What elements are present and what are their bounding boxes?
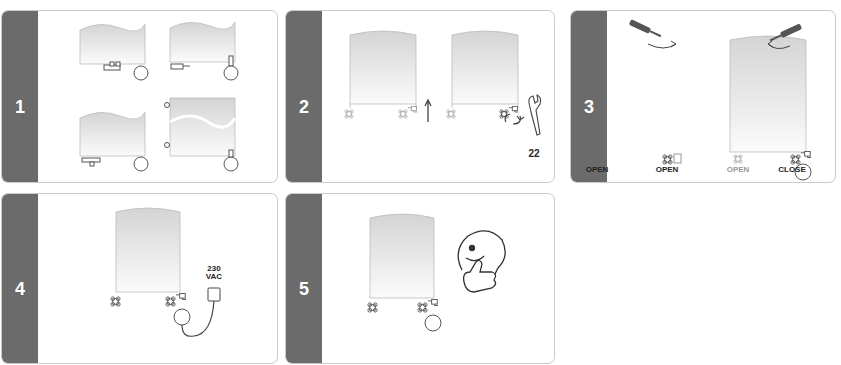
step-number: 3 <box>571 97 607 117</box>
number-strip: 2 <box>286 11 322 182</box>
step-label: OPEN <box>581 166 613 174</box>
step-label: 230 VAC <box>200 265 228 282</box>
step-number: 1 <box>2 97 38 117</box>
step-panel: 2 <box>285 10 555 183</box>
step-panel: 1 <box>1 10 278 183</box>
number-strip: 4 <box>2 194 38 363</box>
step-number: 2 <box>286 97 322 117</box>
step-number: 5 <box>286 279 322 299</box>
step-panel: 5 <box>285 193 555 364</box>
step-number: 4 <box>2 279 38 299</box>
step-panel: 4 <box>1 193 278 364</box>
step-label: CLOSE <box>775 166 809 174</box>
number-strip: 5 <box>286 194 322 363</box>
step-label: OPEN <box>651 166 683 174</box>
step-label: 22 <box>524 149 544 160</box>
number-strip: 1 <box>2 11 38 182</box>
step-panel: 3 <box>570 10 836 183</box>
number-strip: 3 <box>571 11 607 182</box>
step-label: OPEN <box>722 166 754 174</box>
